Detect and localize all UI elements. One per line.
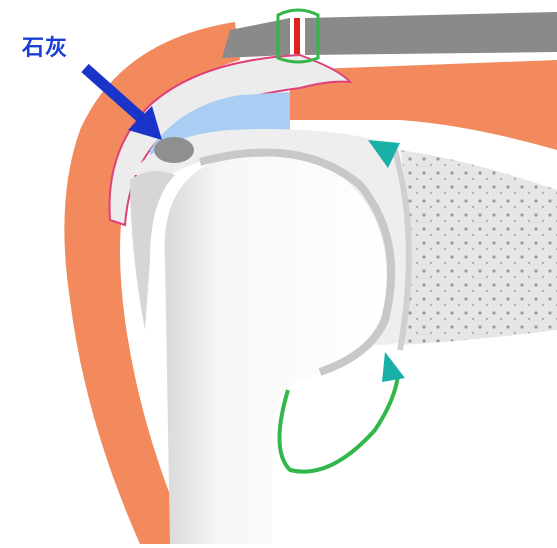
calcium-deposit (154, 137, 194, 163)
lower-labrum (382, 352, 405, 382)
calcification-label: 石灰 (22, 30, 68, 62)
humerus (165, 153, 387, 544)
scapula (400, 150, 557, 345)
joint-capsule (279, 375, 398, 472)
ac-joint-red (294, 18, 300, 54)
clavicle (305, 12, 557, 55)
